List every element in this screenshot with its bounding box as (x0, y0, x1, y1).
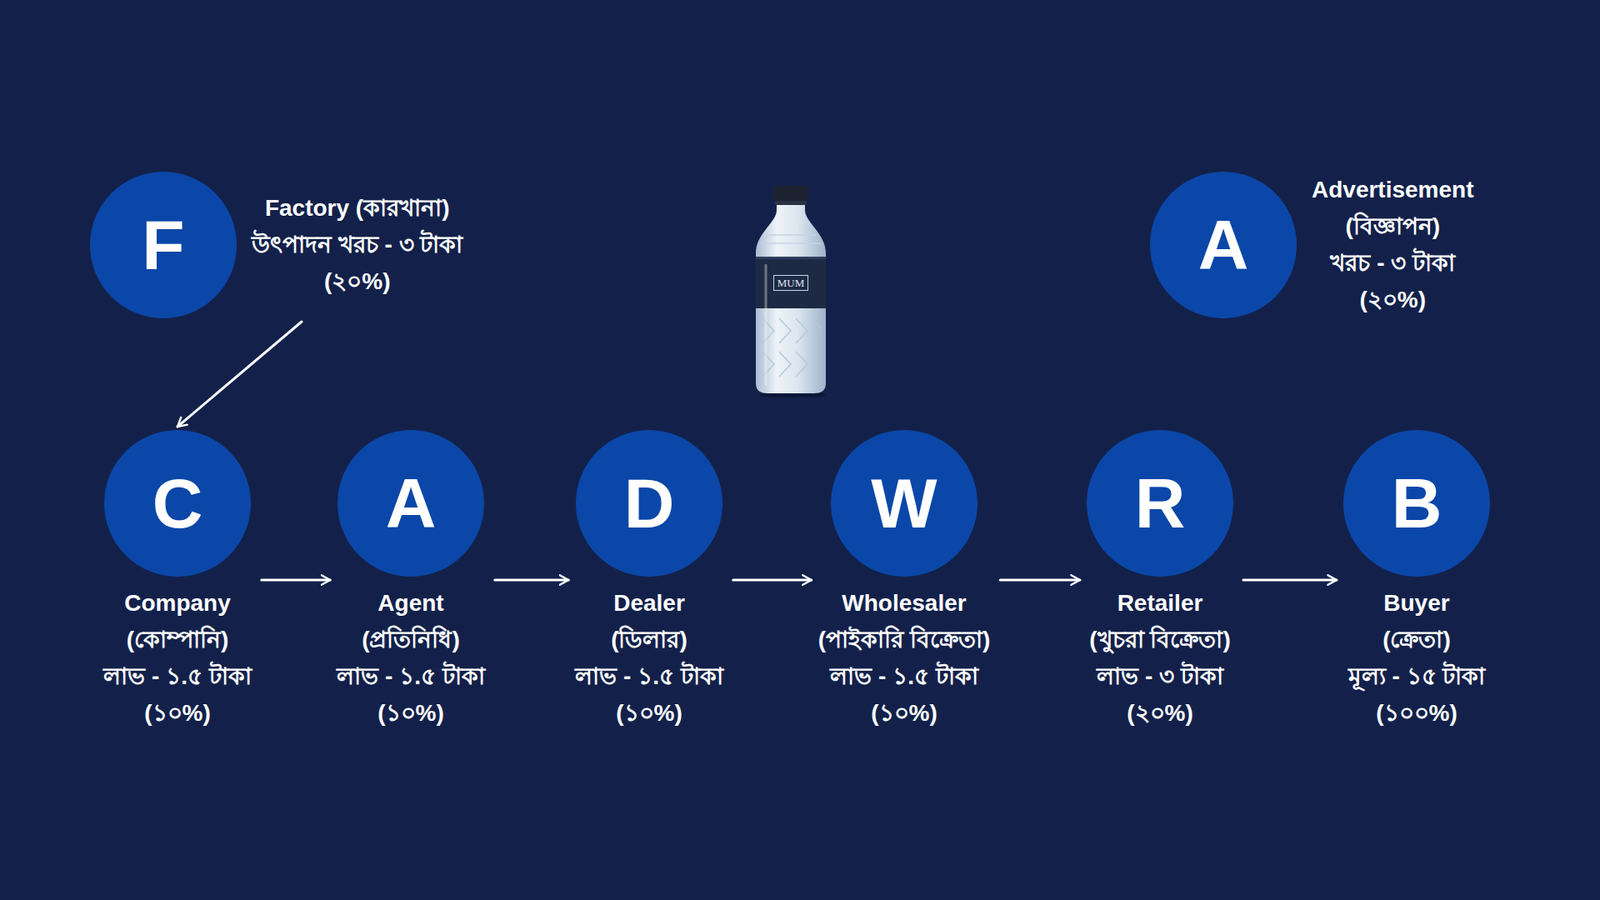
node-text-block: Company(কোম্পানি)লাভ - ১.৫ টাকা(১০%) (103, 585, 251, 732)
node-heading: Advertisement (1311, 171, 1475, 209)
node-circle: F (90, 171, 237, 319)
node-text: উৎপাদন খরচ - ৩ টাকা (251, 226, 463, 264)
node-text-block: Agent(প্রতিনিধি)লাভ - ১.৫ টাকা(১০%) (336, 585, 485, 732)
node-text-block: Retailer(খুচরা বিক্রেতা)লাভ - ৩ টাকা(২০%… (1089, 585, 1230, 732)
node-letter: A (1198, 210, 1250, 280)
node-circle: R (1086, 430, 1234, 577)
bottle-brand: MUM (773, 275, 810, 291)
node-text: (পাইকারি বিক্রেতা) (818, 621, 990, 659)
node-text: (১০%) (615, 695, 683, 732)
flow-arrow (733, 579, 812, 582)
flow-arrow (1243, 579, 1337, 582)
node-heading: Factory (কারখানা) (265, 190, 450, 227)
flow-node: A Agent(প্রতিনিধি)লাভ - ১.৫ টাকা(১০%) (336, 430, 485, 732)
node-letter: W (870, 468, 937, 539)
node-text: (ক্রেতা) (1382, 621, 1451, 659)
node-text: (১০%) (377, 695, 445, 732)
node-text: লাভ - ১.৫ টাকা (336, 658, 485, 695)
node-text-block: Advertisement(বিজ্ঞাপন)খরচ - ৩ টাকা(২০%) (1311, 171, 1475, 319)
water-bottle (749, 185, 833, 398)
node-letter: B (1391, 468, 1443, 539)
node-circle: C (104, 430, 251, 577)
node-text: (২০%) (324, 263, 391, 300)
node-letter: C (152, 468, 204, 539)
node-circle: W (830, 430, 978, 577)
node-text: (ডিলার) (610, 621, 688, 659)
node-letter: A (385, 468, 437, 539)
node-heading: Wholesaler (841, 585, 966, 622)
node-heading: Dealer (613, 585, 685, 622)
node-heading: Company (124, 585, 231, 622)
node-text-block: Buyer(ক্রেতা)মূল্য - ১৫ টাকা(১০০%) (1348, 585, 1486, 732)
flow-node: A Advertisement(বিজ্ঞাপন)খরচ - ৩ টাকা(২০%… (1150, 171, 1475, 319)
flow-arrow (261, 579, 331, 582)
flow-arrow (495, 579, 570, 582)
flow-node: W Wholesaler(পাইকারি বিক্রেতা)লাভ - ১.৫ ট… (818, 430, 990, 732)
node-text: লাভ - ১.৫ টাকা (830, 658, 978, 695)
node-text-block: Factory (কারখানা)উৎপাদন খরচ - ৩ টাকা(২০%… (251, 190, 463, 300)
node-text: মূল্য - ১৫ টাকা (1348, 658, 1486, 695)
node-circle: B (1343, 430, 1490, 577)
flow-node: B Buyer(ক্রেতা)মূল্য - ১৫ টাকা(১০০%) (1343, 430, 1490, 732)
node-letter: D (624, 468, 675, 539)
node-text: (১০০%) (1375, 695, 1458, 732)
node-text: খরচ - ৩ টাকা (1330, 245, 1455, 282)
node-letter: F (141, 210, 185, 280)
node-text: (কোম্পানি) (126, 621, 230, 659)
flow-node: F Factory (কারখানা)উৎপাদন খরচ - ৩ টাকা(২০… (90, 171, 463, 319)
node-text: লাভ - ৩ টাকা (1096, 658, 1224, 695)
node-text: (প্রতিনিধি) (361, 621, 460, 659)
node-text: (২০%) (1126, 695, 1194, 732)
node-text: (১০%) (144, 695, 211, 732)
flow-arrow (1000, 579, 1080, 582)
node-text: লাভ - ১.৫ টাকা (575, 658, 723, 695)
node-circle: A (1150, 171, 1297, 319)
node-text: (বিজ্ঞাপন) (1345, 208, 1440, 245)
node-circle: D (575, 430, 723, 577)
node-text-block: Wholesaler(পাইকারি বিক্রেতা)লাভ - ১.৫ টা… (818, 585, 990, 732)
node-circle: A (337, 430, 485, 577)
node-text: (খুচরা বিক্রেতা) (1089, 621, 1230, 659)
flow-node: D Dealer(ডিলার)লাভ - ১.৫ টাকা(১০%) (575, 430, 723, 732)
node-heading: Agent (377, 585, 444, 622)
node-heading: Retailer (1117, 585, 1204, 622)
flow-node: C Company(কোম্পানি)লাভ - ১.৫ টাকা(১০%) (103, 430, 251, 732)
node-text: লাভ - ১.৫ টাকা (103, 658, 251, 695)
flow-arrow (177, 321, 302, 427)
node-letter: R (1135, 468, 1186, 539)
flow-node: R Retailer(খুচরা বিক্রেতা)লাভ - ৩ টাকা(২০… (1086, 430, 1234, 732)
node-text: (২০%) (1359, 281, 1426, 319)
node-heading: Buyer (1383, 585, 1450, 622)
node-text: (১০%) (870, 695, 938, 732)
node-text-block: Dealer(ডিলার)লাভ - ১.৫ টাকা(১০%) (575, 585, 723, 732)
